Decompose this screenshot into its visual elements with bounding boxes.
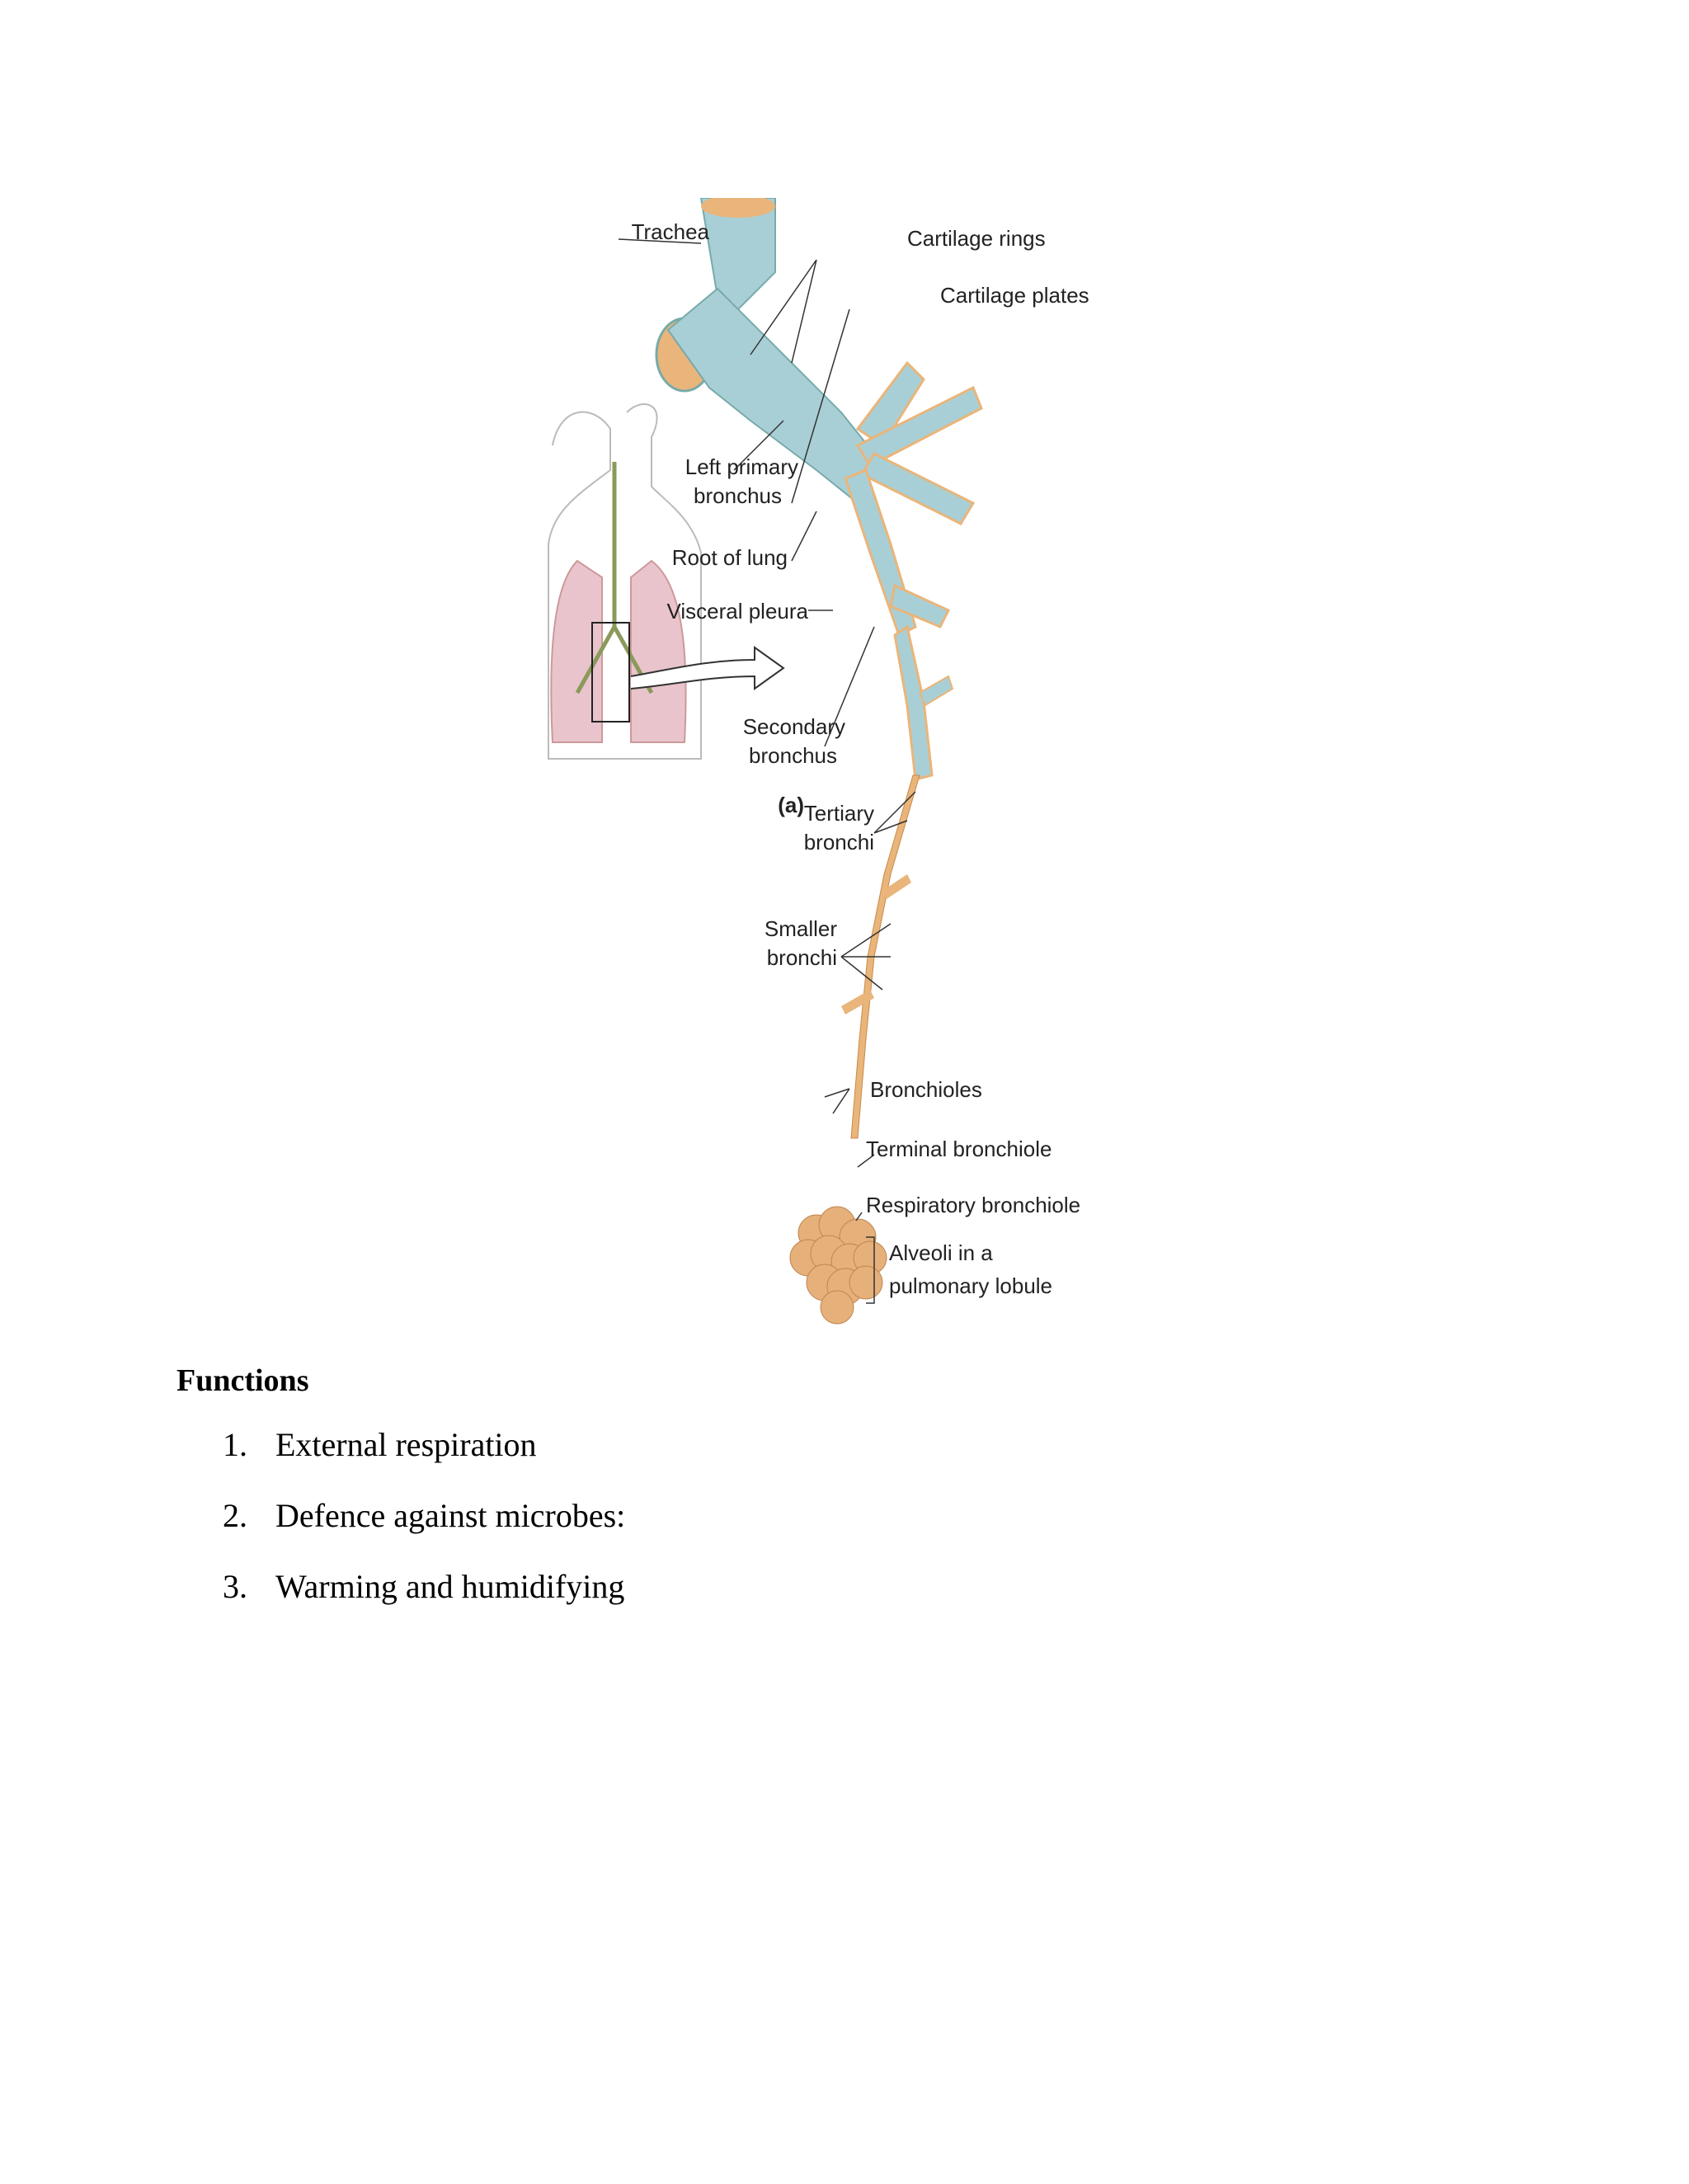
bronchial-tree [655, 198, 983, 1325]
panel-label: (a) [778, 793, 804, 817]
torso-inset-illustration [548, 403, 785, 760]
list-item-number: 2. [223, 1497, 247, 1534]
bronchial-tree-figure: Trachea Cartilage rings Cartilage plates… [548, 198, 1089, 1325]
label-left-primary-bronchus-1: Left primary [685, 454, 798, 479]
label-secondary-bronchus-2: bronchus [749, 743, 837, 768]
label-terminal-bronchiole: Terminal bronchiole [866, 1137, 1052, 1161]
leader-lines [618, 238, 916, 1304]
alveoli-cluster [789, 1206, 887, 1325]
label-tertiary-bronchi-2: bronchi [804, 830, 874, 854]
list-item: 3. Warming and humidifying [223, 1569, 625, 1605]
label-secondary-bronchus-1: Secondary [743, 714, 845, 739]
label-smaller-bronchi-2: bronchi [767, 945, 837, 970]
label-cartilage-rings: Cartilage rings [907, 226, 1046, 251]
functions-heading: Functions [176, 1363, 309, 1398]
label-tertiary-bronchi-1: Tertiary [804, 801, 874, 826]
list-item: 2. Defence against microbes: [223, 1498, 625, 1534]
label-respiratory-bronchiole: Respiratory bronchiole [866, 1193, 1080, 1217]
list-item-number: 3. [223, 1568, 247, 1605]
label-visceral-pleura: Visceral pleura [666, 599, 808, 624]
label-cartilage-plates: Cartilage plates [940, 283, 1089, 308]
list-item-text: External respiration [275, 1426, 537, 1463]
label-alveoli-2: pulmonary lobule [889, 1273, 1052, 1298]
label-smaller-bronchi-1: Smaller [765, 916, 837, 941]
label-root-of-lung: Root of lung [672, 545, 788, 570]
functions-list: 1. External respiration 2. Defence again… [223, 1427, 625, 1640]
label-left-primary-bronchus-2: bronchus [694, 483, 782, 508]
list-item: 1. External respiration [223, 1427, 625, 1463]
list-item-text: Defence against microbes: [275, 1497, 626, 1534]
label-alveoli-1: Alveoli in a [889, 1240, 993, 1265]
label-bronchioles: Bronchioles [870, 1077, 982, 1102]
label-trachea: Trachea [632, 219, 710, 244]
list-item-text: Warming and humidifying [275, 1568, 625, 1605]
list-item-number: 1. [223, 1426, 247, 1463]
